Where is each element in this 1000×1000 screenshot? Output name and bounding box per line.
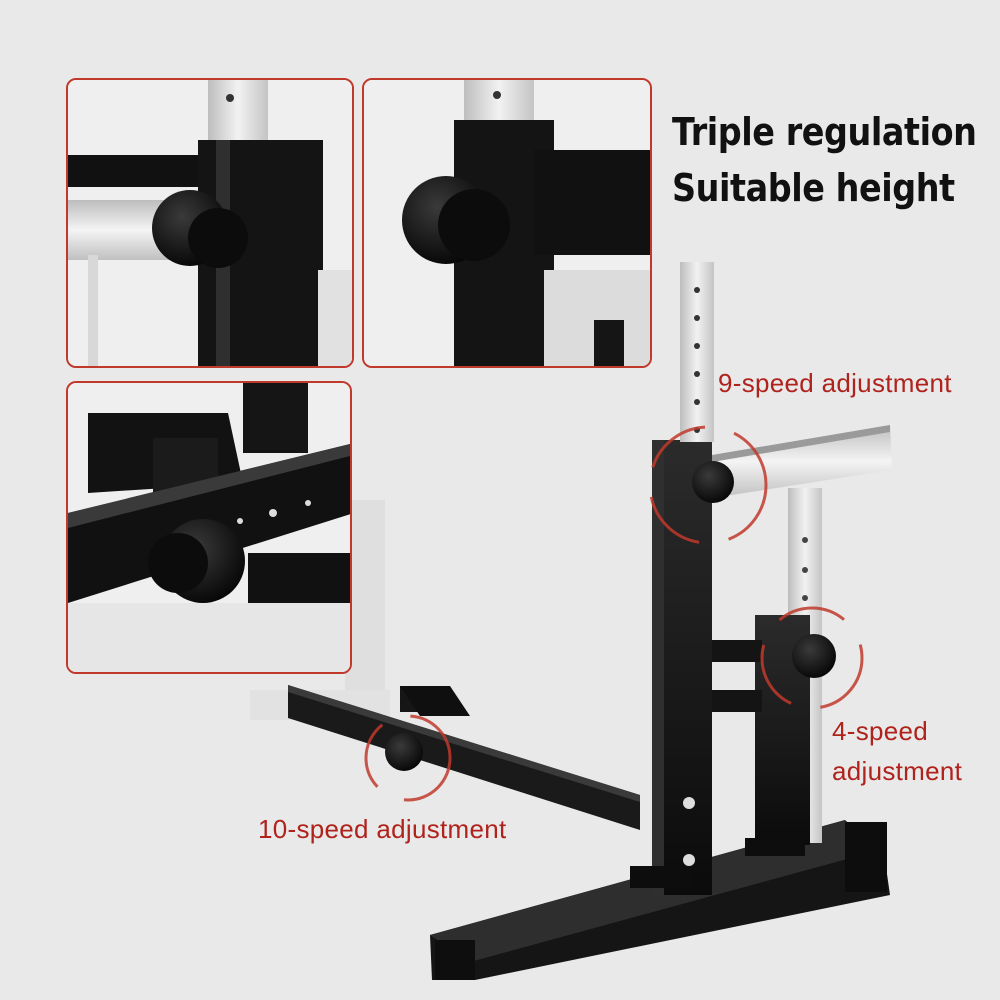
detail-inset-top-middle bbox=[362, 78, 652, 368]
highlight-ring-icon bbox=[364, 425, 864, 802]
front-extension-arm bbox=[288, 685, 640, 830]
main-upright bbox=[652, 262, 714, 895]
rear-upright bbox=[630, 537, 810, 888]
detail-image-middle-left bbox=[68, 383, 350, 672]
detail-inset-middle-left bbox=[66, 381, 352, 674]
ten-speed-label: 10-speed adjustment bbox=[258, 814, 507, 844]
detail-image-top-middle bbox=[364, 80, 650, 366]
headline-line-2: Suitable height bbox=[672, 166, 955, 210]
adjustment-knob-icon bbox=[385, 461, 836, 771]
four-speed-label-line-1: 4-speed bbox=[832, 716, 929, 746]
nine-speed-label: 9-speed adjustment bbox=[718, 368, 952, 398]
headline-line-1: Triple regulation bbox=[672, 110, 977, 154]
four-speed-label-line-2: adjustment bbox=[832, 756, 963, 786]
detail-inset-top-left bbox=[66, 78, 354, 368]
detail-image-top-left bbox=[68, 80, 352, 366]
